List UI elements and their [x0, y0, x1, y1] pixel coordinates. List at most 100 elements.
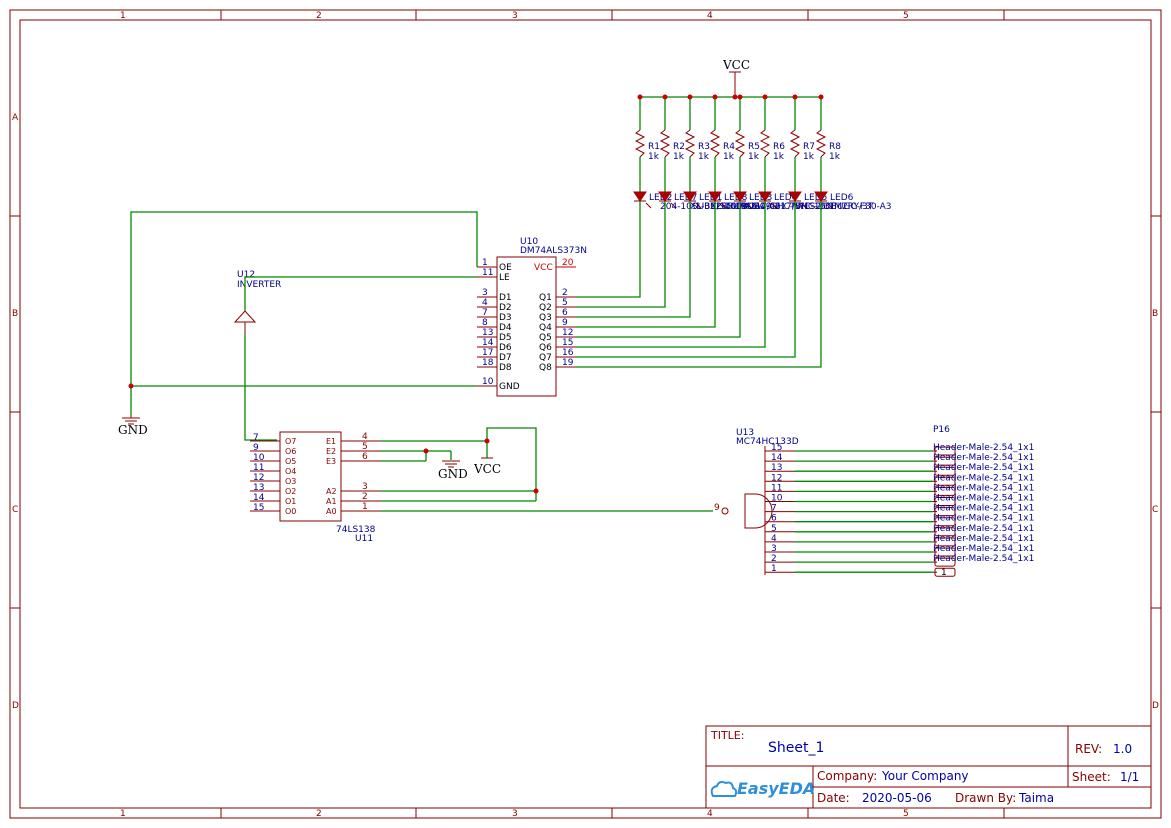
junction-dot: [712, 94, 718, 100]
column-label: 3: [512, 809, 518, 819]
u11-pin-name: O0: [285, 507, 296, 516]
u11-pin-number: 14: [253, 493, 265, 503]
resistor-ref: R4: [723, 142, 735, 152]
u11-pin-number: 10: [253, 453, 265, 463]
u10-pin-name: Q1: [539, 293, 552, 303]
led-symbol: [758, 191, 772, 202]
column-label: 2: [316, 11, 322, 21]
date-value: 2020-05-06: [862, 791, 932, 805]
u10-pin-number: 10: [482, 377, 494, 387]
row-label: D: [1152, 701, 1159, 711]
q-output-wires: [576, 201, 822, 368]
u10-pin-number: 19: [562, 358, 574, 368]
u13-pin-number: 10: [771, 494, 783, 504]
u11-pin-name: O3: [285, 477, 296, 486]
vcc-label: VCC: [473, 462, 501, 476]
led-ref: LED5: [804, 193, 827, 203]
u13-pin-number: 7: [771, 504, 777, 514]
u13-pin-number: 15: [771, 443, 782, 453]
resistor-ref: R1: [648, 142, 660, 152]
u10-pin-number: 14: [482, 338, 494, 348]
u11-pin-number: 5: [362, 442, 368, 452]
title-value: Sheet_1: [768, 740, 824, 756]
u10-pin-number: 7: [482, 308, 488, 318]
q-to-led-wire: [576, 201, 796, 358]
header-label: Header-Male-2.54_1x1: [933, 504, 1034, 514]
u11-enable-wires: [381, 427, 713, 512]
sheet-value: 1/1: [1120, 770, 1139, 784]
p16-headers[interactable]: P16: [933, 425, 950, 435]
junction-dot: [762, 94, 768, 100]
u13-pin-number: 11: [771, 483, 782, 493]
led-arrow: [770, 202, 777, 209]
q-to-led-wire: [576, 201, 691, 318]
gnd-symbol-left[interactable]: GND: [118, 415, 148, 437]
u13-nand[interactable]: U13 MC74HC133D 9: [714, 428, 799, 575]
frame-column-labels-top: 1 2 3 4 5: [120, 11, 909, 21]
u10-pin-number: 9: [562, 318, 568, 328]
resistor-symbol: [634, 129, 646, 158]
resistor-value: 1k: [698, 152, 710, 162]
led-arrow: [670, 202, 677, 209]
led-arrow: [720, 202, 727, 209]
resistor-ref: R2: [673, 142, 685, 152]
led-symbol: [633, 191, 647, 202]
gnd-symbol-u11[interactable]: GND: [438, 460, 468, 481]
led-part-labels: 204-10SUBC/S400-A6 XL-3528SURC-A4 XL-160…: [660, 202, 892, 212]
resistor-value: 1k: [773, 152, 785, 162]
resistor-value: 1k: [673, 152, 685, 162]
led-arrow: [826, 202, 833, 209]
drawn-by-value: Taima: [1018, 791, 1054, 805]
resistor-ref: R5: [748, 142, 760, 152]
u10-pin-number: 2: [562, 288, 568, 298]
header-label: Header-Male-2.54_1x1: [933, 494, 1034, 504]
u13-pin-number: 5: [771, 524, 777, 534]
u10-pin-number: 1: [482, 258, 488, 268]
resistor-symbol: [789, 129, 801, 158]
u11-pin-name: O4: [285, 467, 296, 476]
column-label: 2: [316, 809, 322, 819]
u12-inverter[interactable]: U12 INVERTER: [233, 270, 477, 441]
led-symbol: [658, 191, 672, 202]
resistor-value: 1k: [748, 152, 760, 162]
u11-pin-name: E1: [326, 437, 336, 446]
column-label: 5: [903, 11, 909, 21]
junction-dot: [637, 94, 643, 100]
u11-pin-name: O1: [285, 497, 296, 506]
q-to-led-wire: [576, 201, 822, 368]
u10-pin-number: 12: [562, 328, 573, 338]
cloud-icon: [710, 781, 738, 797]
header-label: Header-Male-2.54_1x1: [933, 453, 1034, 463]
resistor-symbol: [815, 129, 827, 158]
header-label: Header-Male-2.54_1x1: [933, 463, 1034, 473]
junction-dot: [818, 94, 824, 100]
u11-decoder[interactable]: 74LS138 U11: [279, 431, 376, 544]
u11-pin-number: 1: [362, 502, 368, 512]
u10-pin-number: 15: [562, 338, 573, 348]
led-ref: LED4: [774, 193, 798, 203]
junction-dot: [732, 94, 738, 100]
led-ref: LED8: [724, 193, 748, 203]
u10-pin-name: D8: [499, 363, 512, 373]
u10-pin-name: D6: [499, 343, 512, 353]
u11-pin-name: A0: [326, 507, 337, 516]
logo-text: EasyEDA: [737, 779, 815, 798]
u13-pin-number: 6: [771, 514, 777, 524]
u11-pin-number: 3: [362, 482, 368, 492]
u10-pin-name: D2: [499, 303, 512, 313]
u10-vcc-pin-name: VCC: [534, 263, 553, 273]
u10-pin-number: 8: [482, 318, 488, 328]
u10-name: DM74ALS373N: [520, 246, 587, 256]
rev-label: REV:: [1075, 742, 1102, 756]
led-symbol: [683, 191, 697, 202]
led-symbol: [788, 191, 802, 202]
vcc-symbol-u11[interactable]: VCC: [473, 457, 501, 476]
vcc-symbol-top[interactable]: VCC: [722, 58, 750, 97]
q-to-led-wire: [576, 201, 716, 328]
resistor-ref: R8: [829, 142, 841, 152]
u11-pin-name: A2: [326, 487, 337, 496]
u11-pin-name: E3: [326, 457, 336, 466]
